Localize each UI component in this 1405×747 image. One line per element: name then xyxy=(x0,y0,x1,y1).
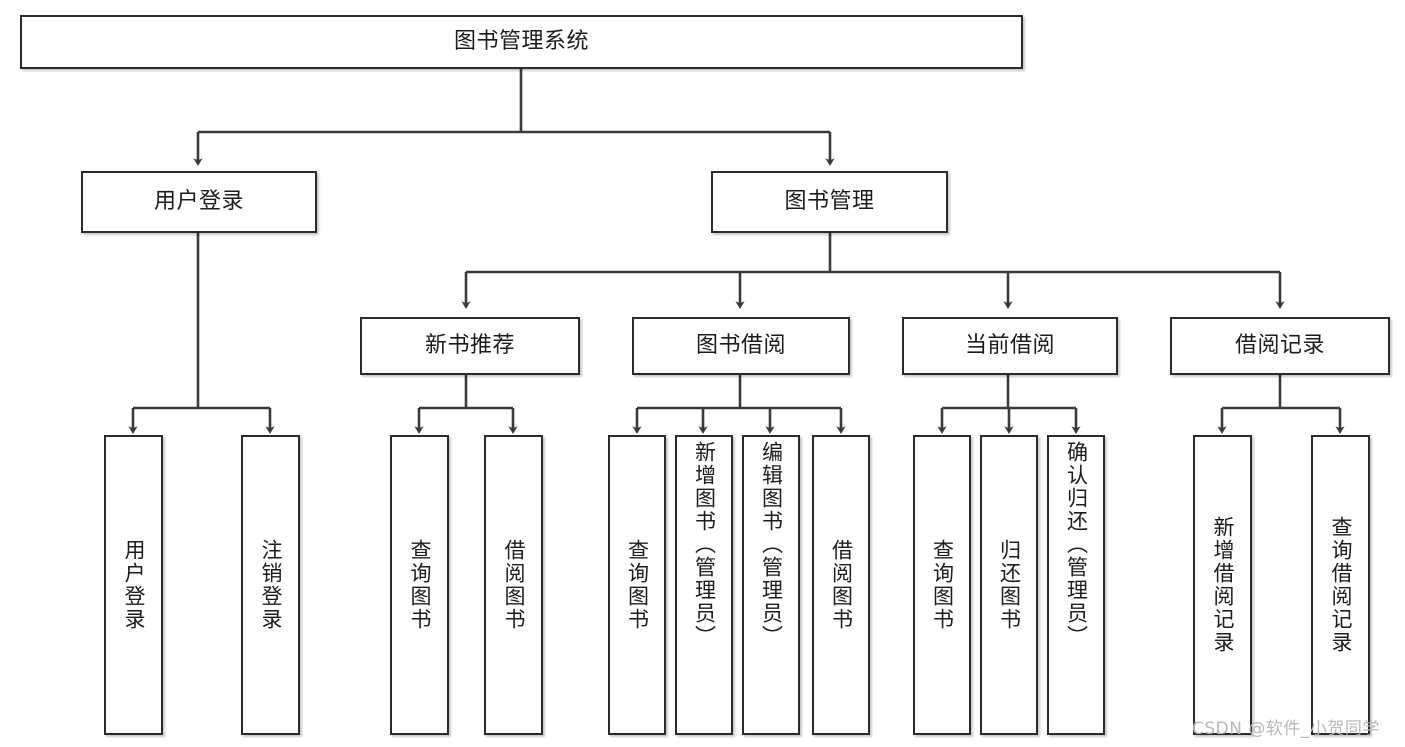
node-leaf-borrow-record-query[interactable]: 查询借阅记录 xyxy=(1311,435,1370,735)
node-label-leaf-book-borrow-edit: 编辑图书（管理员） xyxy=(759,441,784,648)
node-leaf-current-borrow-return[interactable]: 归还图书 xyxy=(980,435,1038,735)
node-leaf-book-borrow-edit[interactable]: 编辑图书（管理员） xyxy=(742,435,800,735)
node-leaf-new-book-query[interactable]: 查询图书 xyxy=(390,435,449,735)
leaf-text-wrap: 确认归还（管理员） xyxy=(1049,437,1103,737)
node-label-leaf-user-login-logout: 注销登录 xyxy=(259,539,283,631)
node-leaf-book-borrow-query[interactable]: 查询图书 xyxy=(608,435,666,735)
node-label-leaf-book-borrow-add: 新增图书（管理员） xyxy=(692,441,717,648)
leaf-text-wrap: 查询图书 xyxy=(392,437,447,733)
node-label-new-book-recommend: 新书推荐 xyxy=(424,332,515,358)
node-label-book-borrow: 图书借阅 xyxy=(695,332,786,358)
node-leaf-new-book-borrow[interactable]: 借阅图书 xyxy=(484,435,543,735)
node-label-current-borrow: 当前借阅 xyxy=(964,332,1055,358)
node-label-user-login: 用户登录 xyxy=(153,188,244,214)
node-leaf-current-borrow-confirm[interactable]: 确认归还（管理员） xyxy=(1047,435,1105,735)
node-leaf-book-borrow-add[interactable]: 新增图书（管理员） xyxy=(675,435,733,735)
node-label-borrow-record: 借阅记录 xyxy=(1234,332,1325,358)
node-label-leaf-current-borrow-return: 归还图书 xyxy=(997,539,1022,631)
leaf-text-wrap: 借阅图书 xyxy=(486,437,541,733)
node-user-login[interactable]: 用户登录 xyxy=(81,171,317,233)
node-leaf-user-login-login[interactable]: 用户登录 xyxy=(104,435,163,735)
leaf-text-wrap: 查询图书 xyxy=(915,437,969,733)
node-borrow-record[interactable]: 借阅记录 xyxy=(1170,317,1390,375)
leaf-text-wrap: 查询图书 xyxy=(610,437,664,733)
leaf-text-wrap: 编辑图书（管理员） xyxy=(744,437,798,737)
leaf-text-wrap: 用户登录 xyxy=(106,437,161,733)
node-label-leaf-book-borrow-query: 查询图书 xyxy=(625,539,650,631)
node-root-book-management-system[interactable]: 图书管理系统 xyxy=(20,15,1023,69)
node-new-book-recommend[interactable]: 新书推荐 xyxy=(360,317,580,375)
node-label-leaf-borrow-record-query: 查询借阅记录 xyxy=(1329,516,1353,654)
node-label-leaf-current-borrow-confirm: 确认归还（管理员） xyxy=(1064,441,1089,648)
csdn-watermark: CSDN @软件_小贺同学 xyxy=(1192,719,1380,739)
node-leaf-user-login-logout[interactable]: 注销登录 xyxy=(241,435,300,735)
node-leaf-borrow-record-add[interactable]: 新增借阅记录 xyxy=(1193,435,1252,735)
node-label-leaf-new-book-query: 查询图书 xyxy=(408,539,432,631)
leaf-text-wrap: 新增借阅记录 xyxy=(1195,437,1250,733)
leaf-text-wrap: 归还图书 xyxy=(982,437,1036,733)
node-label-root: 图书管理系统 xyxy=(453,28,589,54)
node-book-management[interactable]: 图书管理 xyxy=(711,171,948,233)
node-leaf-current-borrow-query[interactable]: 查询图书 xyxy=(913,435,971,735)
node-label-leaf-new-book-borrow: 借阅图书 xyxy=(502,539,526,631)
node-label-leaf-book-borrow-borrow: 借阅图书 xyxy=(829,539,854,631)
node-label-leaf-current-borrow-query: 查询图书 xyxy=(930,539,955,631)
node-label-book-management: 图书管理 xyxy=(784,188,875,214)
node-leaf-book-borrow-borrow[interactable]: 借阅图书 xyxy=(812,435,870,735)
leaf-text-wrap: 注销登录 xyxy=(243,437,298,733)
node-current-borrow[interactable]: 当前借阅 xyxy=(902,317,1118,375)
leaf-text-wrap: 借阅图书 xyxy=(814,437,868,733)
leaf-text-wrap: 新增图书（管理员） xyxy=(677,437,731,737)
node-book-borrow[interactable]: 图书借阅 xyxy=(632,317,850,375)
node-label-leaf-borrow-record-add: 新增借阅记录 xyxy=(1211,516,1235,654)
node-label-leaf-user-login-login: 用户登录 xyxy=(122,539,146,631)
leaf-text-wrap: 查询借阅记录 xyxy=(1313,437,1368,733)
